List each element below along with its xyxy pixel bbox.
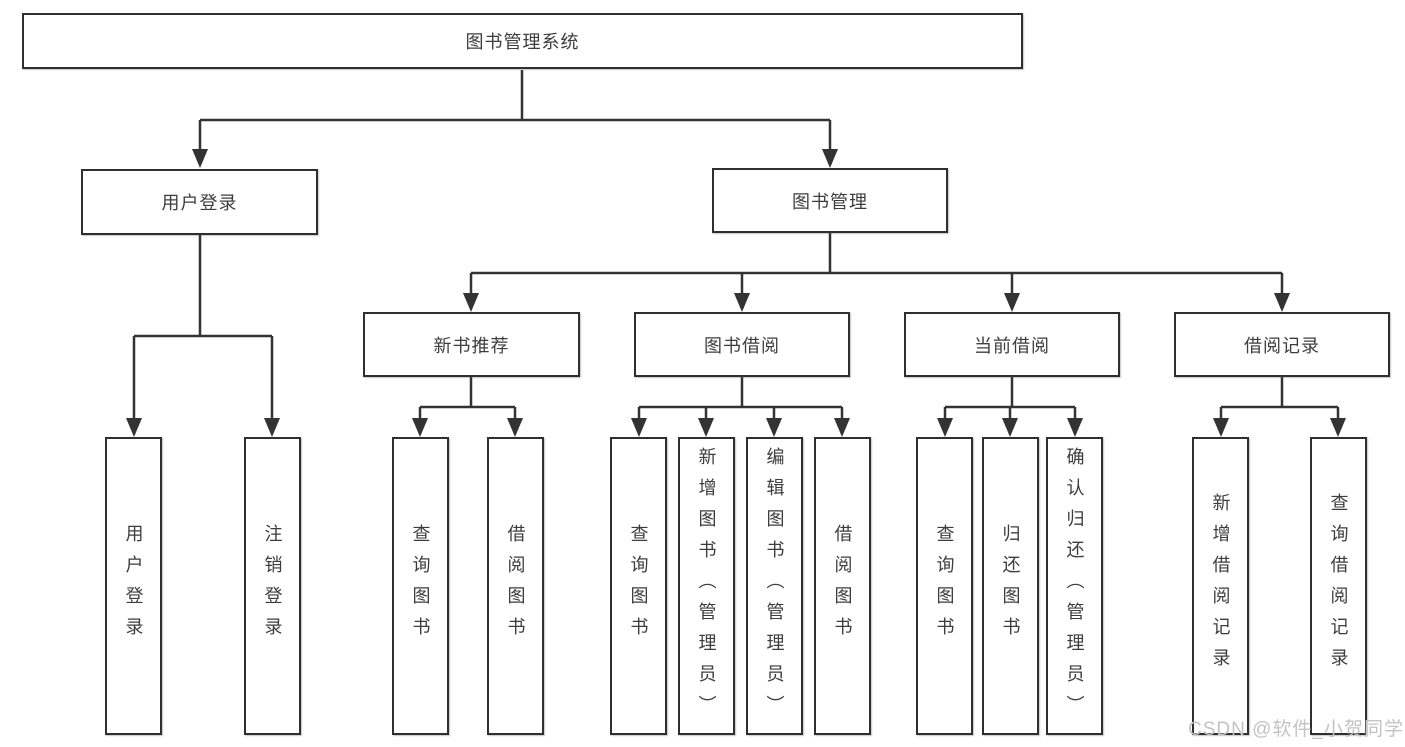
leaf-borrow-books-2-label: 借阅图书 [832, 524, 853, 648]
leaf-query-borrow-record: 查询借阅记录 [1310, 437, 1367, 735]
leaf-return-book: 归还图书 [982, 437, 1039, 735]
leaf-add-book-admin: 新增图书（管理员） [678, 437, 735, 735]
arrowhead [734, 293, 750, 312]
node-book-management-label: 图书管理 [792, 191, 868, 212]
node-current-borrow: 当前借阅 [904, 312, 1120, 377]
arrowhead [1002, 418, 1018, 437]
leaf-query-borrow-record-label: 查询借阅记录 [1328, 493, 1349, 679]
node-current-borrow-label: 当前借阅 [974, 335, 1050, 356]
arrowhead [264, 418, 280, 437]
node-book-borrow-label: 图书借阅 [704, 335, 780, 356]
arrowhead [412, 418, 428, 437]
arrowhead [937, 418, 953, 437]
leaf-user-login-label: 用户登录 [123, 524, 144, 648]
leaf-add-book-admin-label: 新增图书（管理员） [696, 446, 717, 726]
node-borrow-records-label: 借阅记录 [1244, 335, 1320, 356]
arrowhead [192, 149, 208, 168]
node-borrow-records: 借阅记录 [1174, 312, 1390, 377]
arrowhead [1067, 418, 1083, 437]
arrowhead [126, 418, 142, 437]
node-new-book-recommend-label: 新书推荐 [433, 335, 510, 356]
arrowhead [463, 293, 479, 312]
leaf-query-books-2-label: 查询图书 [628, 524, 649, 648]
arrowhead [698, 418, 714, 437]
arrowhead [1213, 418, 1229, 437]
arrowhead [1004, 293, 1020, 312]
leaf-user-login: 用户登录 [105, 437, 162, 735]
node-book-management: 图书管理 [712, 168, 948, 233]
arrowhead [1274, 293, 1290, 312]
leaf-logout-label: 注销登录 [262, 524, 283, 648]
leaf-borrow-books-1-label: 借阅图书 [505, 524, 526, 648]
leaf-borrow-books-1: 借阅图书 [487, 437, 544, 735]
node-library-system-label: 图书管理系统 [465, 32, 580, 52]
arrowhead [507, 418, 523, 437]
node-book-borrow: 图书借阅 [634, 312, 850, 377]
node-library-system: 图书管理系统 [22, 13, 1023, 69]
leaf-query-books-1-label: 查询图书 [410, 524, 431, 648]
leaf-logout: 注销登录 [244, 437, 301, 735]
arrowhead [631, 418, 647, 437]
leaf-query-books-3: 查询图书 [916, 437, 973, 735]
leaf-edit-book-admin-label: 编辑图书（管理员） [764, 446, 785, 726]
leaf-return-book-label: 归还图书 [1000, 524, 1021, 648]
node-new-book-recommend: 新书推荐 [363, 312, 580, 377]
leaf-add-borrow-record: 新增借阅记录 [1192, 437, 1249, 735]
arrowhead [822, 149, 838, 168]
node-user-login-branch: 用户登录 [81, 169, 318, 235]
leaf-add-borrow-record-label: 新增借阅记录 [1210, 493, 1231, 679]
leaf-borrow-books-2: 借阅图书 [814, 437, 871, 735]
arrowhead [834, 418, 850, 437]
arrowhead [766, 418, 782, 437]
watermark: CSDN @软件_小贺同学 [1188, 719, 1404, 740]
leaf-confirm-return-admin: 确认归还（管理员） [1046, 437, 1103, 735]
leaf-edit-book-admin: 编辑图书（管理员） [746, 437, 803, 735]
arrowhead [1330, 418, 1346, 437]
leaf-query-books-3-label: 查询图书 [934, 524, 955, 648]
leaf-query-books-2: 查询图书 [610, 437, 667, 735]
leaf-query-books-1: 查询图书 [392, 437, 449, 735]
leaf-confirm-return-admin-label: 确认归还（管理员） [1064, 446, 1085, 726]
node-user-login-branch-label: 用户登录 [161, 193, 238, 213]
